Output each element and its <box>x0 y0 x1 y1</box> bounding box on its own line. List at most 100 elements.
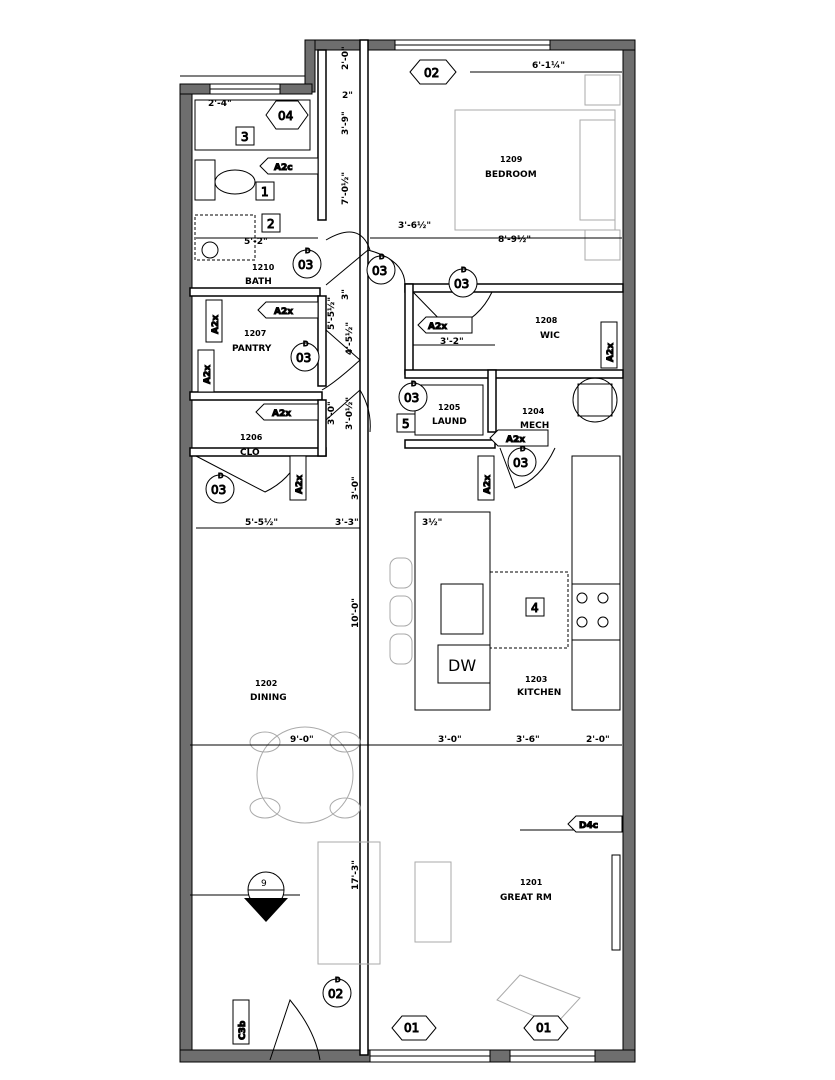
svg-text:5'-5½": 5'-5½" <box>245 517 278 528</box>
svg-text:A2x: A2x <box>211 315 221 334</box>
dimension-lines <box>190 71 622 896</box>
svg-text:03: 03 <box>404 391 419 405</box>
svg-text:1208: 1208 <box>535 316 558 325</box>
callout-tag: A2x <box>255 403 319 421</box>
svg-text:2'-0": 2'-0" <box>586 735 610 745</box>
water-heater <box>572 377 618 423</box>
svg-text:04: 04 <box>278 109 293 123</box>
svg-text:1201: 1201 <box>520 878 543 887</box>
svg-text:2'-0": 2'-0" <box>341 46 351 70</box>
section-marker: 9 A5.23 <box>244 871 288 922</box>
svg-text:5'-5½": 5'-5½" <box>326 297 337 330</box>
svg-text:5: 5 <box>402 417 410 431</box>
callout-tag: A2x <box>205 299 223 343</box>
bar-stools <box>389 557 413 665</box>
svg-text:2'-4": 2'-4" <box>208 99 232 109</box>
keynote: 1 <box>255 181 275 201</box>
svg-text:A2x: A2x <box>274 307 293 317</box>
svg-text:17'-3": 17'-3" <box>351 860 361 890</box>
callout-tag: A2x <box>489 429 549 447</box>
svg-text:LAUND: LAUND <box>432 417 467 427</box>
svg-text:D: D <box>335 976 340 984</box>
door-tag: 03D <box>205 472 235 504</box>
callout-tag: A2x <box>477 455 495 501</box>
window-tag: 01 <box>391 1015 437 1041</box>
svg-text:1: 1 <box>261 185 269 199</box>
svg-text:1206: 1206 <box>240 433 263 442</box>
door-tag: 02 D <box>322 976 352 1008</box>
svg-text:4: 4 <box>531 601 539 615</box>
svg-text:A2x: A2x <box>295 475 305 494</box>
svg-text:4'-5½": 4'-5½" <box>344 322 355 355</box>
keynotes: 1 2 3 4 5 <box>235 126 545 617</box>
door-tag: 03D <box>292 247 322 279</box>
svg-text:3: 3 <box>241 130 249 144</box>
dishwasher-label: DW <box>448 656 476 675</box>
window-tags: 02 01 01 <box>391 59 569 1041</box>
svg-text:A2c: A2c <box>274 163 293 173</box>
svg-text:1204: 1204 <box>522 407 545 416</box>
exterior-walls <box>179 39 636 1063</box>
svg-text:03: 03 <box>211 483 226 497</box>
svg-text:1207: 1207 <box>244 329 266 338</box>
svg-text:9: 9 <box>261 879 267 889</box>
svg-text:02: 02 <box>424 66 439 80</box>
bedroom-bed <box>454 74 621 261</box>
svg-text:CLO: CLO <box>240 448 260 458</box>
svg-text:01: 01 <box>536 1021 551 1035</box>
door-tags: 03D 03D 03D 03D 03D 03D 03D 02D <box>205 247 537 1008</box>
svg-text:A2x: A2x <box>428 322 447 332</box>
keynote: 4 <box>525 597 545 617</box>
svg-text:1210: 1210 <box>252 263 275 272</box>
svg-text:03: 03 <box>454 277 469 291</box>
svg-text:5'-2": 5'-2" <box>244 237 268 247</box>
svg-text:03: 03 <box>298 258 313 272</box>
svg-text:03: 03 <box>372 264 387 278</box>
svg-text:1205: 1205 <box>438 403 461 412</box>
svg-text:3'-6": 3'-6" <box>516 735 540 745</box>
svg-text:3'-0½": 3'-0½" <box>344 397 355 430</box>
svg-text:D: D <box>520 445 525 453</box>
svg-text:DINING: DINING <box>250 693 287 703</box>
svg-text:03: 03 <box>513 456 528 470</box>
dining-table <box>249 726 361 824</box>
callout-tag: A2x <box>257 301 319 319</box>
svg-text:A2x: A2x <box>272 409 291 419</box>
svg-text:1202: 1202 <box>255 679 277 688</box>
svg-text:WIC: WIC <box>540 331 560 341</box>
wall-type-tag: 04 <box>265 100 309 130</box>
keynote: 5 <box>396 413 416 433</box>
callout-tag: C3b <box>232 999 250 1045</box>
svg-text:3½": 3½" <box>422 517 442 528</box>
svg-text:2: 2 <box>267 217 275 231</box>
door-tag: 03 D <box>507 445 537 477</box>
svg-text:7'-0½": 7'-0½" <box>340 172 351 205</box>
svg-text:BEDROOM: BEDROOM <box>485 170 537 180</box>
door-tag: 03D <box>290 340 320 372</box>
window-tag: 02 <box>409 59 457 85</box>
svg-text:A2x: A2x <box>483 475 493 494</box>
svg-text:1203: 1203 <box>525 675 547 684</box>
interior-walls <box>189 39 624 1056</box>
svg-text:03: 03 <box>296 351 311 365</box>
callout-tag: A2c <box>259 157 319 175</box>
svg-text:10'-0": 10'-0" <box>351 598 361 628</box>
svg-text:D4c: D4c <box>579 821 598 831</box>
svg-text:02: 02 <box>328 987 343 1001</box>
door-tag: 03D <box>366 253 396 285</box>
svg-text:A5.23: A5.23 <box>253 898 273 906</box>
svg-text:9'-0": 9'-0" <box>290 735 314 745</box>
svg-text:PANTRY: PANTRY <box>232 344 272 354</box>
window-tag: 01 <box>523 1015 569 1041</box>
svg-text:A2x: A2x <box>506 435 525 445</box>
callout-tags: A2c A2x A2x A2x A2x A2x A2x A2x A2x A2x … <box>197 157 623 1045</box>
callout-tag: A2x <box>289 455 307 501</box>
keynote: 3 <box>235 126 255 146</box>
